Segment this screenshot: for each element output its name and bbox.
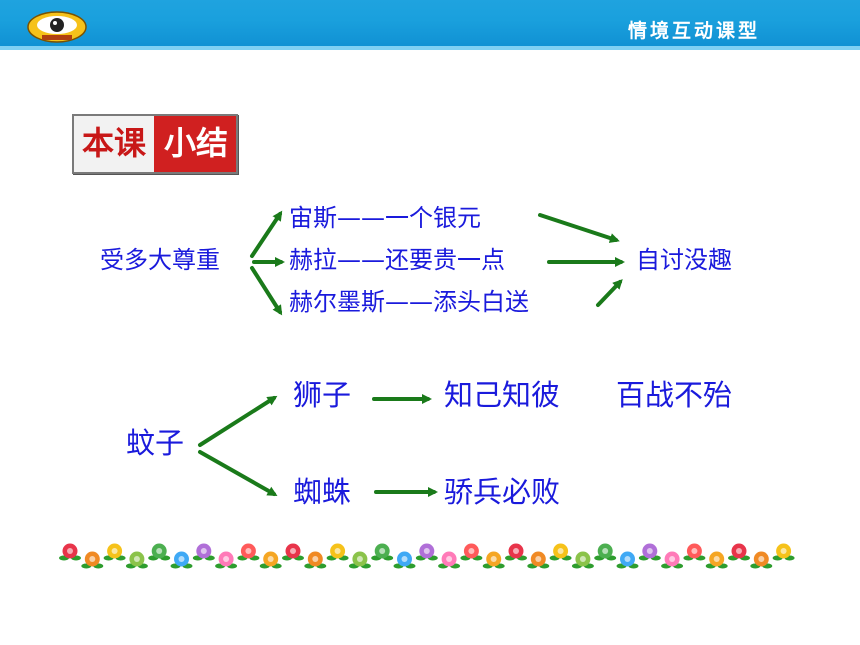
- flower-icon: [371, 543, 394, 561]
- diagram2-branch-spider: 蜘蛛: [293, 475, 352, 509]
- header-bar: 情境互动课型: [0, 0, 860, 50]
- flower-icon: [393, 551, 416, 569]
- flower-icon: [661, 551, 684, 569]
- diagram1-branch-hermes: 赫尔墨斯——添头白送: [289, 288, 529, 316]
- flower-icon: [683, 543, 706, 561]
- flower-border-decoration: [59, 543, 795, 569]
- flower-icon: [282, 543, 304, 561]
- arrow-to-hermes: [250, 266, 283, 316]
- flower-icon: [638, 543, 661, 561]
- flower-icon: [616, 551, 639, 569]
- flower-icon: [571, 551, 594, 569]
- flower-icon: [482, 551, 505, 569]
- badge-right-label: 小结: [154, 116, 237, 172]
- diagram1-source: 受多大尊重: [100, 246, 220, 274]
- arrow-zeus-to-target: [538, 213, 620, 243]
- summary-badge: 本课 小结: [72, 114, 239, 174]
- flower-icon: [348, 551, 371, 569]
- diagram1-branch-zeus: 宙斯——一个银元: [289, 204, 481, 232]
- badge-left-label: 本课: [74, 116, 155, 172]
- flower-icon: [304, 551, 327, 569]
- diagram2-source: 蚊子: [126, 426, 185, 460]
- flower-icon: [81, 551, 104, 569]
- flower-icon: [259, 551, 282, 569]
- flower-icon: [705, 551, 728, 569]
- eye-logo-icon: [27, 11, 87, 43]
- flower-icon: [438, 551, 461, 569]
- flower-icon: [326, 543, 349, 561]
- diagram2-lion-lesson-2: 百战不殆: [616, 378, 733, 412]
- arrow-to-lion: [198, 395, 278, 447]
- flower-icon: [549, 543, 572, 561]
- arrow-hermes-to-target: [596, 279, 623, 307]
- flower-icon: [772, 543, 795, 561]
- flower-icon: [148, 543, 171, 561]
- flower-icon: [237, 543, 260, 561]
- flower-icon: [750, 551, 773, 569]
- flower-icon: [125, 551, 148, 569]
- flower-icon: [415, 543, 438, 561]
- flower-icon: [170, 551, 193, 569]
- header-title: 情境互动课型: [627, 20, 760, 42]
- diagram2-lion-lesson: 知己知彼: [444, 378, 561, 412]
- arrow-to-spider: [198, 450, 278, 496]
- diagram1-branch-hera: 赫拉——还要贵一点: [289, 246, 505, 274]
- flower-icon: [59, 543, 81, 561]
- flower-icon: [460, 543, 483, 561]
- flower-icon: [215, 551, 238, 569]
- header-underline: [0, 46, 860, 50]
- arrow-to-zeus: [250, 210, 283, 258]
- flower-icon: [594, 543, 617, 561]
- diagram2-spider-lesson: 骄兵必败: [444, 475, 561, 509]
- diagram2-branch-lion: 狮子: [293, 378, 352, 412]
- flower-icon: [728, 543, 750, 561]
- flower-icon: [103, 543, 126, 561]
- flower-icon: [527, 551, 550, 569]
- flower-icon: [505, 543, 527, 561]
- diagram1-target: 自讨没趣: [636, 246, 732, 274]
- flower-icon: [192, 543, 215, 561]
